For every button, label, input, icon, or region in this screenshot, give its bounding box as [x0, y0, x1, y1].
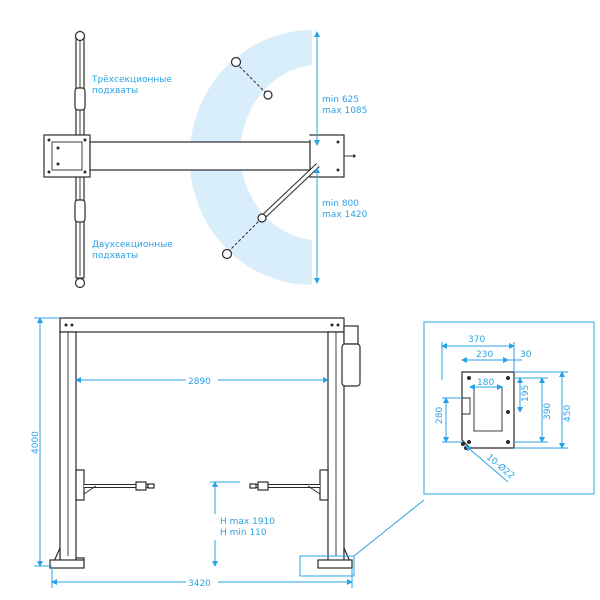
front-top-beam	[59, 317, 345, 333]
inner-width-label: 2890	[188, 377, 211, 387]
top-view: Трёхсекционные подхваты Двухсекционные п…	[43, 30, 368, 289]
overall-height-label: 4000	[31, 431, 41, 454]
dim-280: 280	[435, 407, 445, 424]
base-plate	[461, 371, 515, 449]
swung-arm-lower	[221, 163, 320, 260]
lift-height-min: H min 110	[220, 528, 267, 538]
cross-beam	[89, 141, 313, 171]
front-view: 4000 2890 3420 H max 1910 H min 110	[31, 317, 425, 589]
overall-width-label: 3420	[188, 579, 211, 589]
left-carriage	[43, 134, 91, 178]
left-lift-arm	[75, 469, 155, 501]
reach-lower-min: min 800	[322, 199, 359, 209]
arm-swing-zone	[189, 30, 312, 286]
hole-spec: 10-Ø22	[484, 452, 517, 482]
swung-arm-upper	[230, 56, 320, 148]
dim-195: 195	[521, 385, 531, 402]
detail-frame	[423, 321, 595, 495]
motor-unit	[341, 325, 361, 387]
label-three-section-2: подхваты	[92, 86, 138, 96]
detail-callout-marker	[299, 555, 355, 577]
reach-upper-min: min 625	[322, 95, 359, 105]
dim-450: 450	[563, 405, 573, 422]
dim-30: 30	[520, 350, 532, 360]
right-lift-arm	[249, 469, 329, 501]
two-section-arm	[74, 167, 86, 289]
label-two-section-1: Двухсекционные	[92, 240, 173, 250]
dim-180: 180	[477, 378, 494, 388]
reach-upper-max: max 1085	[322, 106, 367, 116]
base-plate-detail: 370 230 30 180 195 390 450 280 10-Ø22	[423, 321, 595, 495]
dim-390: 390	[543, 403, 553, 420]
reach-lower-max: max 1420	[322, 210, 368, 220]
three-section-arm	[74, 30, 86, 147]
label-three-section-1: Трёхсекционные	[91, 75, 172, 85]
label-two-section-2: подхваты	[92, 251, 138, 261]
hole-leader	[465, 445, 509, 483]
lift-height-max: H max 1910	[220, 517, 275, 527]
dim-230: 230	[476, 350, 493, 360]
dim-370: 370	[468, 335, 485, 345]
